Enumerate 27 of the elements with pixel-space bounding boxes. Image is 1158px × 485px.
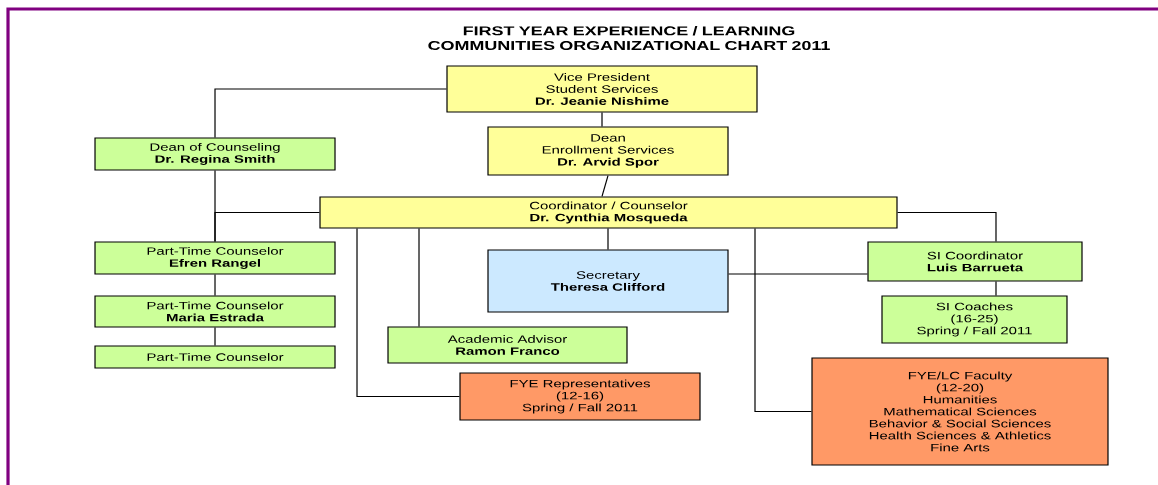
org-box: Dean Enrollment Services Dr. Arvid Spor — [487, 126, 729, 176]
org-box: FYE/LC Faculty (12-20) Humanities Mathematical Sciences Behavior & Social Sciences Health Sciences & Athletics Fine Arts — [811, 357, 1109, 466]
org-box: Dean of Counseling Dr. Regina Smith — [94, 137, 336, 171]
connector-line — [897, 211, 997, 242]
org-box: Coordinator / Counselor Dr. Cynthia Mosqueda — [319, 196, 898, 229]
connector-line — [214, 211, 320, 242]
connector-line — [214, 274, 216, 296]
org-box: SI Coordinator Luis Barrueta — [867, 241, 1083, 282]
connector-line — [214, 327, 216, 346]
connector-line — [607, 228, 609, 250]
connector-line — [728, 273, 868, 275]
connector-line — [754, 228, 812, 413]
org-box: FYE Representatives (12-16) Spring / Fall 2011 — [459, 372, 701, 421]
connector-line — [995, 281, 997, 296]
connector-line — [418, 228, 420, 327]
connector-line — [601, 175, 609, 197]
org-box: Academic Advisor Ramon Franco — [387, 326, 628, 364]
org-box: Vice President Student Services Dr. Jeanie Nishime — [446, 65, 758, 113]
chart-title: FIRST YEAR EXPERIENCE / LEARNING COMMUNITIES ORGANIZATIONAL CHART 2011 — [428, 26, 830, 51]
org-box: Part-Time Counselor — [94, 345, 336, 369]
connector-line — [601, 112, 603, 127]
connector-line — [214, 88, 447, 138]
org-box: Part-Time Counselor Maria Estrada — [94, 295, 336, 328]
connector-line — [356, 228, 460, 398]
org-box: Secretary Theresa Clifford — [487, 249, 729, 313]
org-box: SI Coaches (16-25) Spring / Fall 2011 — [881, 295, 1068, 344]
org-box: Part-Time Counselor Efren Rangel — [94, 241, 336, 275]
